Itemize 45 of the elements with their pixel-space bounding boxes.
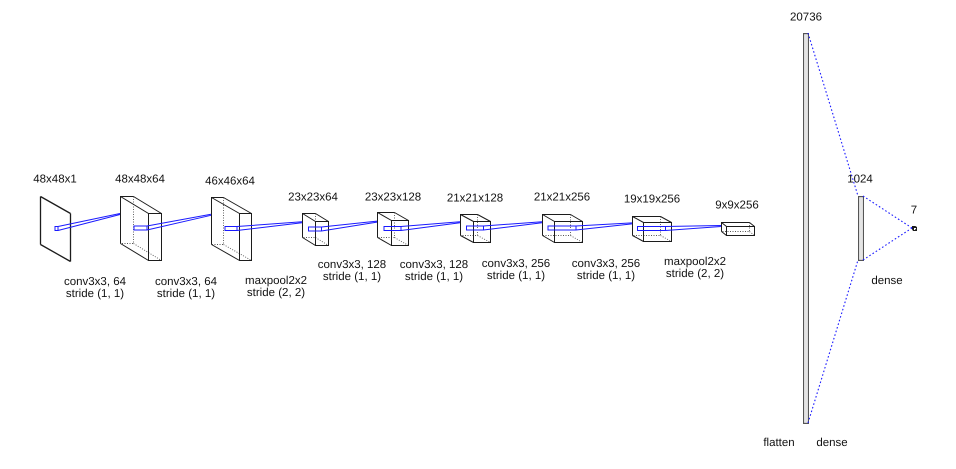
layer-cuboid [211,197,252,261]
dimension-label: 23x23x64 [288,192,338,204]
operation-label: conv3x3, 64 stride (1, 1) [154,276,218,300]
operation-label: maxpool2x2 stride (2, 2) [244,275,308,299]
layer-cuboid [632,216,672,242]
projection-line [466,221,542,230]
layer-cuboid [120,196,162,261]
dimension-label: 46x46x64 [205,176,255,188]
dimension-label: 1024 [847,174,873,186]
layer-bar [803,33,809,424]
layer-cuboid [302,213,329,246]
dimension-label: 23x23x128 [364,192,422,204]
dotted-connector [862,195,913,261]
operation-label: conv3x3, 128 stride (1, 1) [317,259,387,283]
projection-line [224,221,302,231]
projection-line [384,221,460,231]
dimension-label: 9x9x256 [715,200,759,212]
projection-line [134,214,212,230]
operation-label: conv3x3, 128 stride (1, 1) [399,259,469,283]
dimension-label: 7 [910,204,918,218]
dotted-connector [807,32,859,424]
layer-cuboid [460,214,491,243]
operation-label: flatten [762,437,796,449]
dimension-label: 48x48x1 [33,174,77,186]
dimension-label: 21x21x128 [446,192,504,206]
operation-label: conv3x3, 256 stride (1, 1) [571,258,641,282]
projection-line [54,213,120,231]
layer-cuboid [377,212,409,246]
operation-label: dense [816,437,848,449]
operation-label: conv3x3, 256 stride (1, 1) [481,258,551,282]
operation-label: maxpool2x2 stride (2, 2) [663,256,727,280]
projection-line [548,222,632,230]
layer-cuboid [912,226,917,231]
layer-bar [858,196,864,261]
layer-cuboid [40,196,71,262]
layer-cuboid [542,214,583,243]
dimension-label: 48x48x64 [115,174,165,186]
dimension-label: 20736 [790,12,822,24]
operation-label: dense [870,275,904,287]
layer-cuboid [721,222,755,236]
dimension-label: 21x21x256 [534,192,590,204]
operation-label: conv3x3, 64 stride (1, 1) [63,276,127,300]
projection-line [308,220,378,232]
dimension-label: 19x19x256 [624,194,680,206]
projection-line [637,225,722,231]
